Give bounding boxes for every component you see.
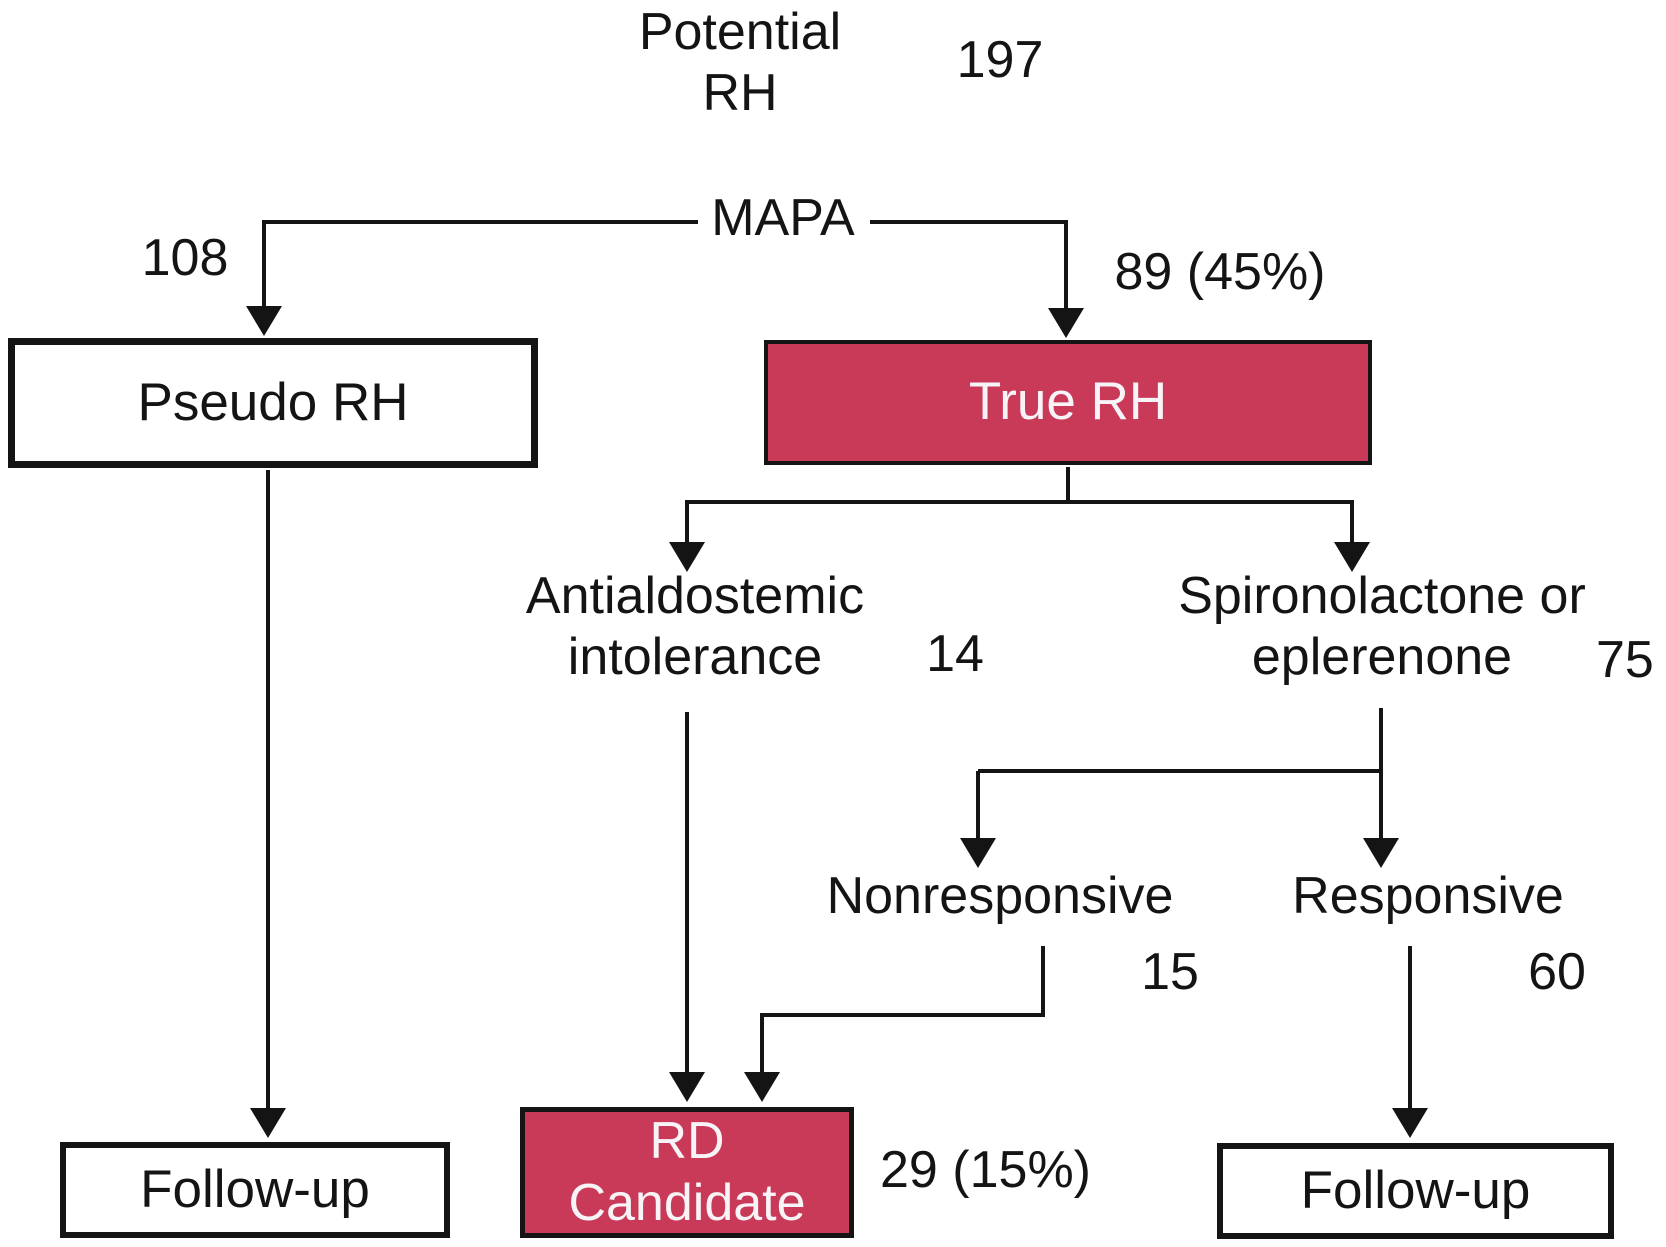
count-15: 15 <box>1141 943 1199 1001</box>
rd-candidate-line2: Candidate <box>568 1173 806 1232</box>
node-potential-rh: Potential RH <box>560 2 920 125</box>
node-responsive: Responsive <box>1292 867 1564 925</box>
node-mapa: MAPA <box>711 189 855 247</box>
count-60: 60 <box>1528 943 1586 1001</box>
node-nonresponsive: Nonresponsive <box>826 867 1174 925</box>
count-89-45pct: 89 (45%) <box>1114 243 1326 301</box>
count-75: 75 <box>1596 631 1654 689</box>
node-antialdostemic-intolerance: Antialdostemic intolerance <box>480 566 910 689</box>
box-rd-candidate: RD Candidate <box>520 1107 854 1238</box>
spironolactone-line2: eplerenone <box>1251 628 1513 687</box>
node-spironolactone-eplerenone: Spironolactone or eplerenone <box>1152 566 1612 689</box>
antialdostemic-line1: Antialdostemic <box>525 567 865 625</box>
connector-pseudo-rh-to-followup <box>250 470 286 1138</box>
count-108: 108 <box>141 229 229 287</box>
connector-mapa-to-pseudo-rh <box>246 220 698 336</box>
count-197: 197 <box>956 31 1044 89</box>
connector-spironolactone-split <box>960 708 1399 868</box>
spironolactone-line1: Spironolactone or <box>1178 567 1586 625</box>
box-true-rh: True RH <box>764 340 1372 465</box>
box-pseudo-rh: Pseudo RH <box>8 338 538 468</box>
potential-rh-line2: RH <box>702 64 778 123</box>
true-rh-label: True RH <box>968 372 1168 432</box>
connector-true-rh-split <box>669 467 1370 572</box>
connector-nonresponsive-to-rd <box>744 946 1045 1102</box>
followup-left-label: Follow-up <box>140 1159 370 1219</box>
potential-rh-line1: Potential <box>638 3 842 61</box>
count-14: 14 <box>926 625 984 683</box>
rd-candidate-line1: RD <box>649 1112 725 1171</box>
box-followup-left: Follow-up <box>60 1142 450 1238</box>
connector-mapa-to-true-rh <box>870 220 1084 338</box>
antialdostemic-line2: intolerance <box>567 628 823 687</box>
connector-antialdostemic-to-rd <box>669 712 705 1102</box>
pseudo-rh-label: Pseudo RH <box>137 372 409 432</box>
followup-right-label: Follow-up <box>1300 1160 1531 1220</box>
connector-responsive-to-followup <box>1392 946 1428 1138</box>
box-followup-right: Follow-up <box>1217 1143 1614 1239</box>
count-29-15pct: 29 (15%) <box>880 1141 1091 1199</box>
